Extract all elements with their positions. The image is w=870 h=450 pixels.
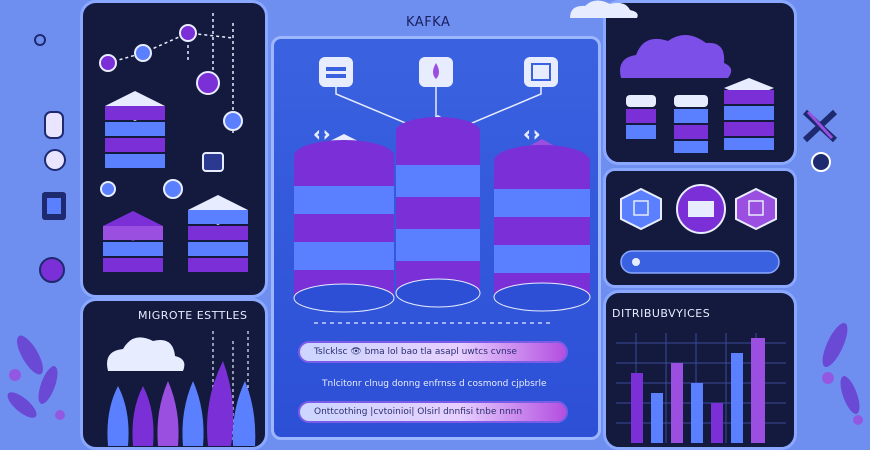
left-edge-icons — [34, 34, 66, 283]
pill-top[interactable]: Tslcklsc 👁 bma lol bao tla asapl uwtcs c… — [298, 341, 568, 363]
hexagon-node-icon — [735, 187, 777, 231]
right-bottom-panel: DITRIBUBVYICES — [603, 290, 797, 450]
node-icons — [99, 24, 243, 199]
server-stack-icon — [674, 95, 708, 153]
left-bottom-title: MIGROTE ESTTLES — [138, 309, 248, 322]
server-stack-icon — [103, 211, 163, 272]
right-leaf-icon — [822, 322, 863, 425]
left-top-diagram — [99, 13, 248, 272]
right-bottom-title: DITRIBUBVYICES — [612, 307, 711, 320]
right-middle-panel — [603, 168, 797, 288]
search-bar — [620, 250, 780, 274]
mail-icon — [319, 57, 353, 87]
cloud-icon — [570, 0, 638, 18]
lock-icon — [676, 184, 726, 234]
grid-icon — [524, 57, 558, 87]
hexagon-node-icon — [620, 187, 662, 231]
cloud-icon — [620, 34, 732, 78]
server-stack-icon — [188, 195, 248, 272]
server-stack-icon — [626, 95, 656, 139]
server-stack-icon — [293, 134, 395, 313]
left-bottom-chart — [107, 331, 256, 446]
svg-text:‹ ›: ‹ › — [524, 127, 540, 143]
page-title: KAFKA — [406, 15, 451, 30]
left-bottom-panel: MIGROTE ESTTLES — [80, 298, 268, 450]
cloud-icon — [107, 337, 185, 371]
server-stack-icon — [395, 115, 481, 308]
kafka-diagram: ‹ › ‹ › — [293, 57, 591, 324]
right-top-diagram — [620, 34, 774, 153]
server-stack-icon — [493, 139, 591, 312]
center-panel: ‹ › ‹ › — [271, 15, 601, 440]
leaf-bars — [107, 361, 256, 446]
right-top-panel — [603, 0, 797, 165]
drop-icon — [419, 57, 453, 87]
left-top-panel — [80, 0, 268, 298]
right-middle-diagram — [620, 184, 780, 274]
left-leaf-icon — [7, 335, 65, 420]
server-stack-icon — [724, 78, 774, 150]
chart-bar-icon — [616, 333, 786, 443]
pill-bottom[interactable]: Onttcothing |cvtoinioi| Olsirl dnnfisi t… — [298, 401, 568, 423]
svg-text:‹ ›: ‹ › — [314, 127, 330, 143]
server-stack-icon — [105, 91, 165, 168]
middle-text: Tnlcitonr clnug donng enfrnss d cosmond … — [322, 379, 547, 389]
